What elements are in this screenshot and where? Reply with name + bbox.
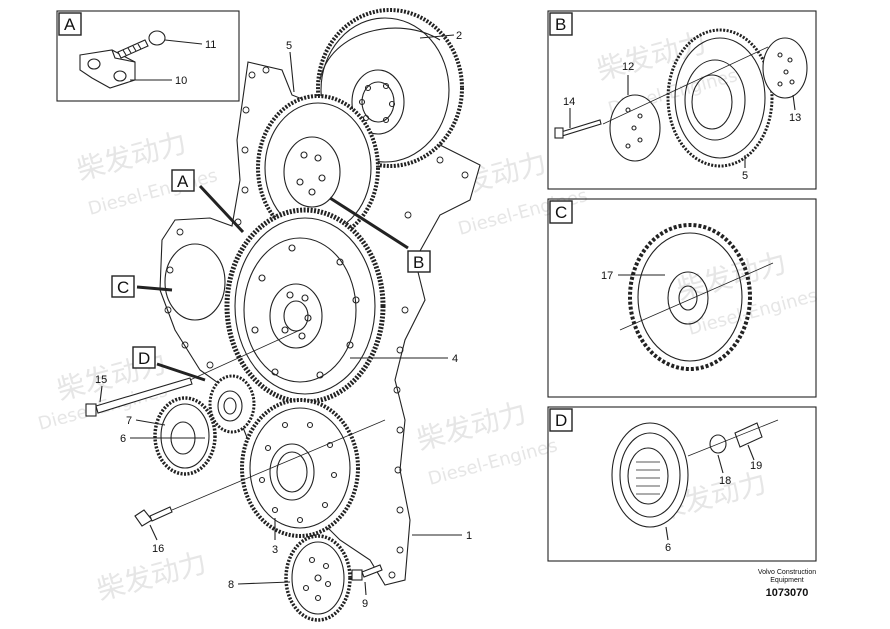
inset-d-bushing-19 bbox=[734, 422, 763, 448]
leader-11 bbox=[164, 39, 203, 45]
inset-b-plate-13 bbox=[762, 37, 808, 99]
view-marker-a-box bbox=[171, 169, 195, 192]
view-marker-d-box bbox=[132, 346, 156, 369]
leader-15 bbox=[99, 385, 103, 403]
leader-7 bbox=[135, 419, 166, 426]
callout-6d: 6 bbox=[665, 542, 671, 554]
bolt-9 bbox=[351, 564, 383, 581]
gear-4 bbox=[224, 207, 386, 405]
view-marker-c: C bbox=[117, 278, 129, 297]
callout-2: 2 bbox=[456, 30, 462, 42]
callout-8: 8 bbox=[228, 579, 234, 591]
view-arrow-c bbox=[136, 285, 173, 292]
callout-19: 19 bbox=[750, 460, 762, 472]
inset-a-bracket bbox=[79, 49, 136, 89]
inset-d-label: D bbox=[555, 411, 567, 430]
callout-10: 10 bbox=[175, 75, 187, 87]
crank-gear-3 bbox=[240, 398, 360, 538]
leader-5 bbox=[289, 51, 295, 93]
callout-13: 13 bbox=[789, 112, 801, 124]
bolt-15 bbox=[85, 377, 193, 417]
axis-line-16 bbox=[171, 419, 386, 511]
callout-9: 9 bbox=[362, 598, 368, 610]
view-labels: A B C D A B C D bbox=[64, 15, 567, 430]
inset-a-bolt bbox=[117, 39, 149, 59]
axis-line-15 bbox=[189, 329, 301, 381]
axis-line-c bbox=[619, 262, 774, 331]
watermark-cn: 柴发动力 bbox=[93, 546, 210, 607]
inset-b-label-box bbox=[549, 12, 573, 36]
view-marker-b: B bbox=[413, 253, 424, 272]
view-marker-a: A bbox=[177, 172, 189, 191]
leader-9 bbox=[364, 581, 367, 596]
callout-16: 16 bbox=[152, 543, 164, 555]
callout-4: 4 bbox=[452, 353, 458, 365]
inset-a-label: A bbox=[64, 15, 76, 34]
inset-b-ring-gear bbox=[666, 28, 774, 168]
callout-11: 11 bbox=[205, 39, 216, 51]
inset-b-frame bbox=[547, 10, 817, 190]
idler-gear-7 bbox=[153, 396, 217, 476]
inset-b-bolt-14 bbox=[554, 119, 602, 139]
inset-d-seal-18 bbox=[709, 434, 727, 454]
inset-b-plate-12 bbox=[609, 94, 661, 162]
leader-8 bbox=[237, 581, 291, 585]
cover-bolt-holes bbox=[164, 66, 469, 579]
callout-5: 5 bbox=[286, 40, 292, 52]
bolt-16 bbox=[134, 506, 173, 527]
inset-a-o-ring bbox=[148, 30, 166, 46]
inset-d-frame bbox=[547, 406, 817, 562]
inset-c-frame bbox=[547, 198, 817, 398]
callout-18: 18 bbox=[719, 475, 731, 487]
view-arrow-a bbox=[198, 184, 245, 234]
view-marker-b-box bbox=[407, 250, 431, 273]
callout-14: 14 bbox=[563, 96, 575, 108]
inset-b-label: B bbox=[555, 15, 566, 34]
callout-numbers: 1 2 3 4 5 6 7 8 9 15 16 11 10 12 14 13 5… bbox=[95, 30, 801, 610]
view-arrow-d bbox=[156, 362, 206, 382]
credit-line-2: Equipment bbox=[770, 577, 804, 584]
inset-c-label: C bbox=[555, 203, 567, 222]
callout-5b: 5 bbox=[742, 170, 748, 182]
leader-13 bbox=[792, 94, 796, 111]
view-marker-c-box bbox=[111, 275, 135, 298]
callout-1: 1 bbox=[466, 530, 472, 542]
gear-5 bbox=[256, 94, 380, 242]
inset-d-idler-6 bbox=[611, 422, 689, 528]
idler-gear-6 bbox=[208, 374, 256, 434]
callout-3: 3 bbox=[272, 544, 278, 556]
leader-19 bbox=[747, 444, 755, 461]
leader-2 bbox=[419, 34, 455, 39]
leader-16 bbox=[149, 524, 158, 541]
view-arrow-b bbox=[329, 196, 409, 250]
callout-15: 15 bbox=[95, 374, 107, 386]
cover-seal-ring bbox=[164, 243, 226, 321]
pump-gear-8 bbox=[284, 534, 352, 622]
callout-17: 17 bbox=[601, 270, 613, 282]
axis-line-d bbox=[687, 419, 779, 457]
axis-line-b bbox=[602, 46, 769, 125]
leader-6d bbox=[665, 526, 669, 541]
callout-6: 6 bbox=[120, 433, 126, 445]
inset-a-label-box bbox=[58, 12, 82, 36]
inset-d-label-box bbox=[549, 408, 573, 432]
callout-12: 12 bbox=[622, 61, 634, 73]
inset-a-frame bbox=[56, 10, 240, 102]
inset-c-gear-17 bbox=[628, 223, 752, 371]
drawing-number: 1073070 bbox=[766, 587, 809, 599]
callout-7: 7 bbox=[126, 415, 132, 427]
inset-c-label-box bbox=[549, 200, 573, 224]
credit-line-1: Volvo Construction bbox=[758, 569, 816, 576]
leader-18 bbox=[717, 454, 724, 474]
view-marker-d: D bbox=[138, 349, 150, 368]
